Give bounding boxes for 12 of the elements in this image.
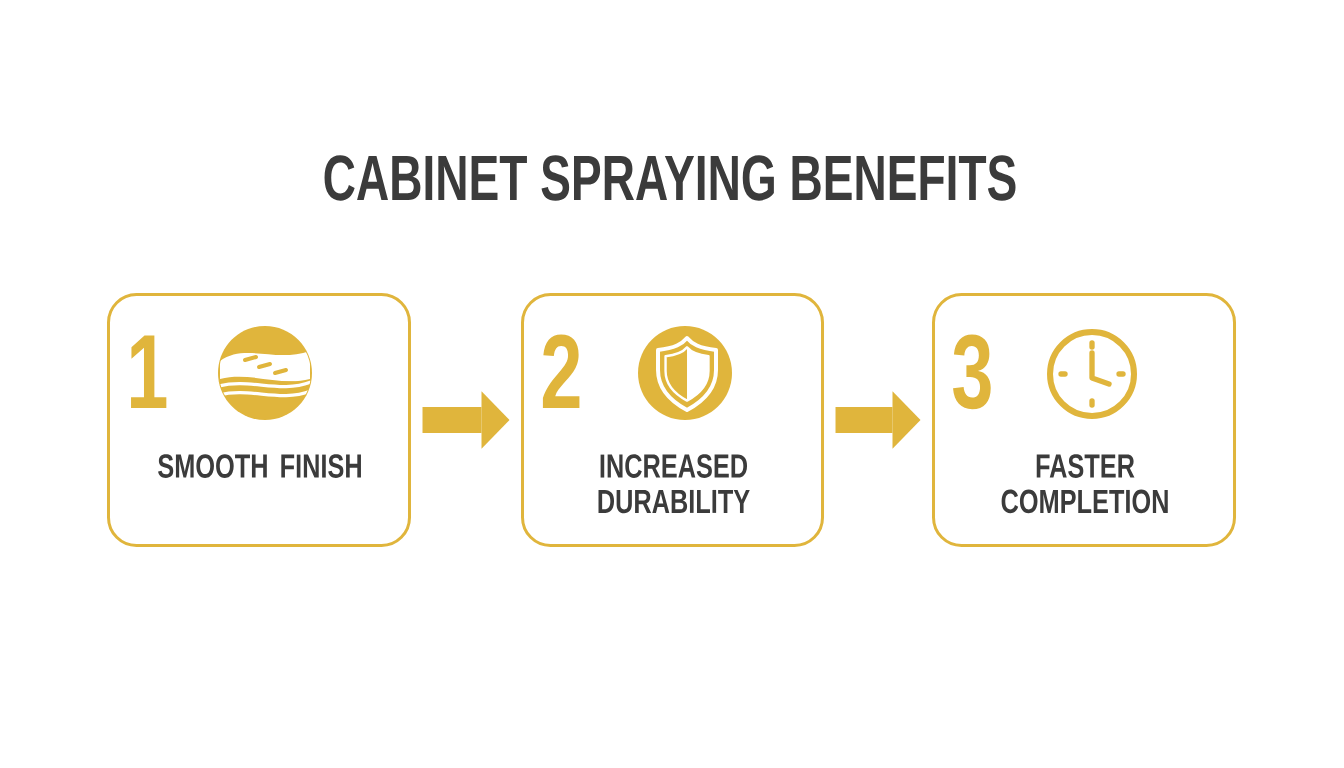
arrow	[835, 391, 921, 449]
step-number: 2	[542, 334, 580, 408]
step-card	[107, 293, 411, 547]
step-number: 3	[953, 334, 991, 410]
step-card	[932, 293, 1236, 547]
step-label: FASTER COMPLETION	[1001, 454, 1168, 514]
title: CABINET SPRAYING BENEFITS	[324, 155, 1016, 201]
step-label: SMOOTH FINISH	[158, 454, 361, 478]
step-card	[521, 293, 824, 547]
arrow	[422, 391, 510, 449]
step-number: 1	[131, 335, 167, 408]
step-label: INCREASED DURABILITY	[598, 454, 750, 514]
